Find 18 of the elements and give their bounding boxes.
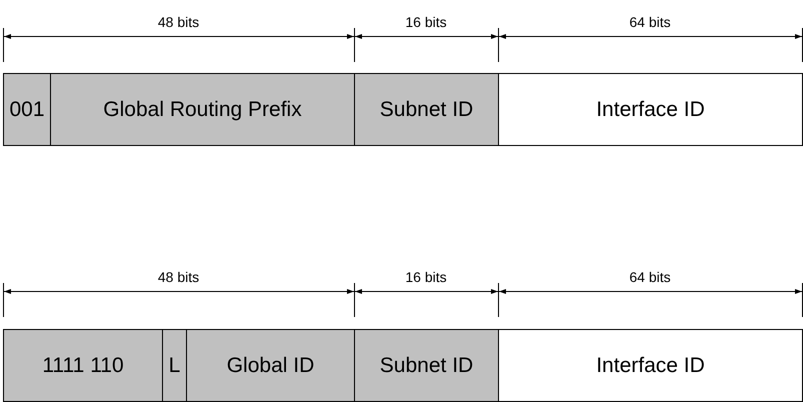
field-name: L (168, 354, 180, 378)
field-name: Subnet ID (380, 98, 474, 122)
field-name: Interface ID (596, 354, 705, 378)
field-cell (186, 329, 355, 402)
field-name: Subnet ID (380, 354, 474, 378)
field-cell (354, 73, 499, 146)
field-name: Global ID (226, 354, 314, 378)
field-cell (3, 73, 51, 146)
field-cell (3, 329, 163, 402)
field-cell (498, 73, 803, 146)
field-cell (498, 329, 803, 402)
field-cell (354, 329, 499, 402)
field-cell (162, 329, 187, 402)
field-name: 001 (9, 98, 45, 122)
field-cell (50, 73, 355, 146)
field-name: Global Routing Prefix (103, 98, 302, 122)
field-name: 1111 110 (42, 354, 124, 378)
field-name: Interface ID (596, 98, 705, 122)
